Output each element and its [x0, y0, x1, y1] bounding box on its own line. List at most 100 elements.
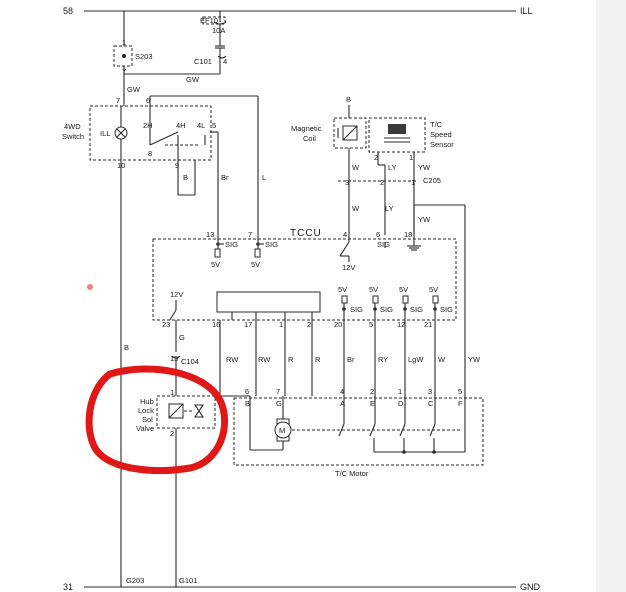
tccu-5v-12: 5V — [399, 285, 408, 294]
top-rail-right-label: ILL — [520, 6, 533, 16]
4wd-switch: 4WD Switch ILL 7 6 5 2H 4H 4L 10 9 8 — [62, 96, 218, 170]
page-edge — [596, 0, 626, 592]
connector-c205: 3 2 1 C205 — [338, 176, 441, 187]
wire-gw-1: GW — [186, 75, 200, 84]
motor-pin-2: 2 — [370, 387, 374, 396]
wire-w-m: W — [438, 355, 446, 364]
coil-label-1: Magnetic — [291, 124, 322, 133]
sensor-pin-2: 2 — [374, 153, 378, 162]
c205-label: C205 — [423, 176, 441, 185]
tccu-5v-5: 5V — [369, 285, 378, 294]
wire-ly-1: LY — [388, 163, 397, 172]
wire-br: Br — [221, 173, 229, 182]
wire-lgw: LgW — [408, 355, 424, 364]
motor-symbol-m: M — [279, 426, 285, 435]
tccu-pin-13: 13 — [206, 230, 214, 239]
tccu-pin-1: 1 — [279, 320, 283, 329]
wire-yw-2: YW — [418, 215, 431, 224]
hub-valve-label-3: Sol — [142, 415, 153, 424]
hub-valve-label-4: Valve — [136, 424, 154, 433]
s203-pin-top: 1 — [122, 38, 126, 47]
sensor-label-1: T/C — [430, 120, 443, 129]
motor-pin-3: 3 — [428, 387, 432, 396]
switch-title-1: 4WD — [64, 122, 81, 131]
tccu-pin-6: 6 — [376, 230, 380, 239]
wire-r-1: R — [288, 355, 294, 364]
tccu-5v-13: 5V — [211, 260, 220, 269]
hub-valve-pin-1: 1 — [170, 388, 174, 397]
tccu-pin-17: 17 — [244, 320, 252, 329]
c205-pin-2: 2 — [380, 178, 384, 187]
motor-pin-7: 7 — [276, 387, 280, 396]
motor-label-g: G — [276, 399, 282, 408]
wire-g-hub: G — [179, 333, 185, 342]
c104-pin: 15 — [170, 354, 178, 363]
tc-speed-sensor: T/C Speed Sensor 2 1 — [368, 117, 454, 235]
wire-l: L — [262, 173, 266, 182]
tc-motor: T/C Motor 6 7 4 2 1 3 5 B G A E D C F M — [233, 387, 484, 478]
tc-motor-title: T/C Motor — [335, 469, 369, 478]
switch-pos-2h: 2H — [143, 121, 153, 130]
motor-label-d: D — [398, 399, 404, 408]
wire-rw-2: RW — [258, 355, 271, 364]
switch-pos-4h: 4H — [176, 121, 186, 130]
switch-pin-9: 9 — [175, 161, 179, 170]
tccu-pin-7: 7 — [248, 230, 252, 239]
switch-pin-6: 6 — [146, 96, 150, 105]
tccu-sig-13: SIG — [225, 240, 238, 249]
coil-feed-label: B — [346, 95, 351, 104]
tccu-title: TCCU — [290, 228, 322, 239]
switch-pos-4l: 4L — [197, 121, 205, 130]
top-rail-left-label: 58 — [63, 6, 73, 16]
ground-g101: G101 — [179, 576, 197, 585]
tccu-sig-inputs: 5V SIG 5V SIG 5V SIG 5V SIG — [338, 285, 453, 320]
tccu-sig-12: SIG — [410, 305, 423, 314]
coil-label-2: Coil — [303, 134, 316, 143]
c205-pin-3: 3 — [345, 178, 349, 187]
tccu-sig-21: SIG — [440, 305, 453, 314]
switch-title-2: Switch — [62, 132, 84, 141]
motor-pin-4: 4 — [340, 387, 344, 396]
tccu-sig-6: SIG — [377, 240, 390, 249]
tccu-sig-7: SIG — [265, 240, 278, 249]
fuse-rating: 10A — [212, 26, 225, 35]
c205-pin-1: 1 — [411, 178, 415, 187]
wire-yw-m: YW — [468, 355, 481, 364]
wire-w-2: W — [352, 204, 360, 213]
tccu-pin-2: 2 — [307, 320, 311, 329]
connector-c104: 15 C104 — [170, 354, 199, 366]
fuse-ef10: EF10 10A C101 4 — [194, 11, 227, 74]
motor-label-c: C — [428, 399, 434, 408]
red-annotation-circle — [85, 365, 228, 475]
c101-pin: 4 — [223, 57, 227, 66]
sensor-label-2: Speed — [430, 130, 452, 139]
wire-r-2: R — [315, 355, 321, 364]
bottom-rail-right-label: GND — [520, 582, 541, 592]
wire-gw-2: GW — [127, 85, 141, 94]
tccu-5v-21: 5V — [429, 285, 438, 294]
wire-rw-1: RW — [226, 355, 239, 364]
magnetic-coil: B Magnetic Coil — [291, 95, 367, 185]
fuse-name: EF10 — [200, 16, 218, 25]
motor-pin-1: 1 — [398, 387, 402, 396]
c104-label: C104 — [181, 357, 199, 366]
tccu-pin-18: 18 — [404, 230, 412, 239]
tccu-pin-4: 4 — [343, 230, 347, 239]
tccu-sig-20: SIG — [350, 305, 363, 314]
wire-br-m: Br — [347, 355, 355, 364]
wire-yw-1: YW — [418, 163, 431, 172]
tccu-pin-12: 12 — [397, 320, 405, 329]
tccu-module: TCCU 13 7 4 6 18 SIG 5V SIG 5V 12V SIG 1… — [152, 228, 457, 329]
tccu-pin-21: 21 — [424, 320, 432, 329]
tccu-pin-16: 16 — [212, 320, 220, 329]
red-dot-mark — [87, 284, 93, 290]
switch-ill-label: ILL — [100, 129, 110, 138]
switch-pin-7: 7 — [116, 96, 120, 105]
motor-label-f: F — [458, 399, 463, 408]
hub-lock-sol-valve: 1 Hub Lock Sol Valve 2 — [136, 388, 216, 587]
tccu-pin-23: 23 — [162, 320, 170, 329]
tccu-12v-23: 12V — [170, 290, 183, 299]
splice-s203: 1 S203 7 — [113, 11, 153, 106]
switch-pin-5: 5 — [212, 121, 216, 130]
